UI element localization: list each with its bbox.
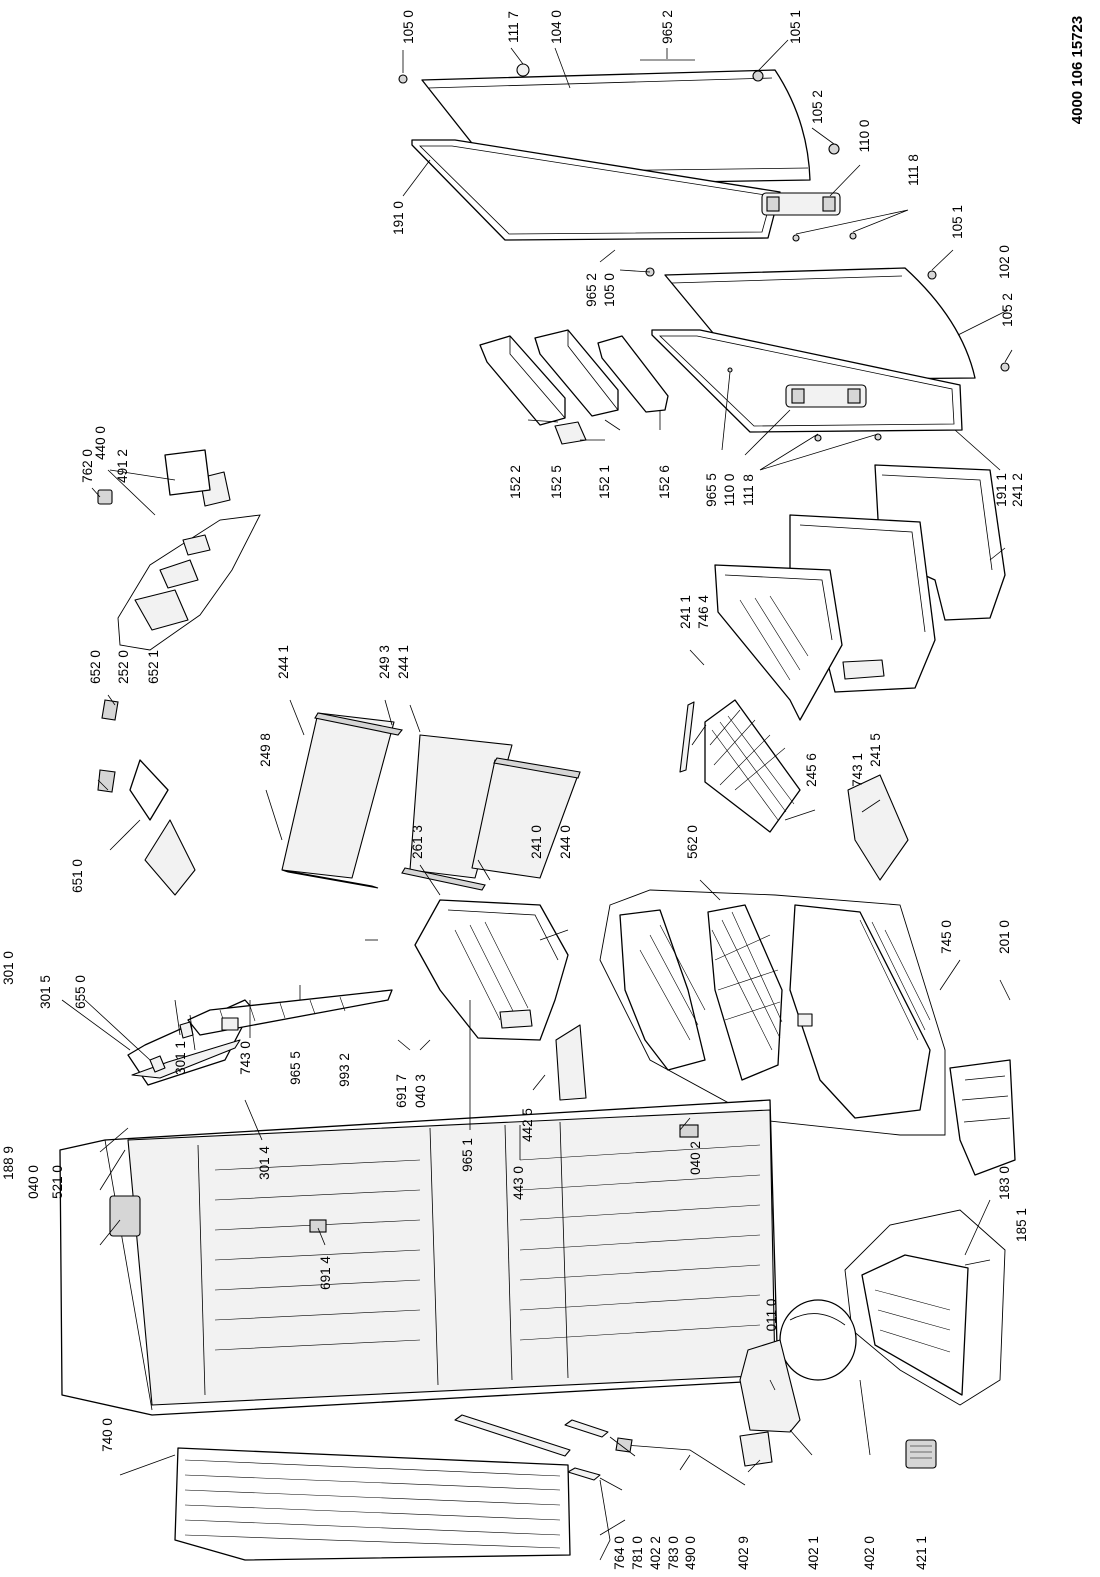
lamp-assembly [97,699,196,896]
label-2412: 241 2 [1010,473,1025,507]
label-6510: 651 0 [70,859,85,893]
label-7830: 783 0 [666,1536,681,1570]
label-1100-top: 110 0 [857,120,872,153]
label-1526: 152 6 [657,465,672,499]
label-0402: 040 2 [688,1141,703,1175]
crisper-cover-grid [679,699,909,881]
label-7430: 743 0 [238,1041,253,1075]
label-2010: 201 0 [997,920,1012,954]
pipes-and-cables [454,1414,746,1561]
label-7400: 740 0 [100,1418,115,1452]
label-4425: 442 5 [520,1108,535,1142]
label-1118-top: 111 8 [906,154,921,186]
label-2440: 244 0 [558,825,573,859]
label-6520: 652 0 [88,650,103,684]
label-9932: 993 2 [337,1053,352,1087]
label-0403: 040 3 [413,1074,428,1108]
leader-lines [61,39,1013,1536]
label-6914: 691 4 [318,1256,333,1290]
label-5210: 521 0 [50,1165,65,1199]
label-7810: 781 0 [630,1536,645,1570]
label-9655-mid: 965 5 [704,473,719,507]
label-3014: 301 4 [257,1146,272,1180]
control-panel [127,989,393,1086]
label-6521: 652 1 [146,650,161,684]
label-2456: 245 6 [804,753,819,787]
label-1040: 104 0 [549,10,564,44]
label-3011: 301 1 [173,1041,188,1075]
evaporator-group [599,889,1016,1176]
label-1050-mid: 105 0 [602,273,617,307]
parts-drawing [59,39,1016,1561]
label-1830: 183 0 [997,1166,1012,1200]
label-4400: 440 0 [93,426,108,460]
label-1051-mid: 105 1 [950,205,965,239]
label-5620: 562 0 [685,825,700,859]
label-1050-top: 105 0 [401,10,416,44]
compressor-group [739,1209,1006,1469]
label-1889: 188 9 [1,1146,16,1180]
label-7620: 762 0 [80,449,95,483]
label-9652-top: 965 2 [660,10,675,44]
label-7640: 764 0 [612,1536,627,1570]
label-1020: 102 0 [997,245,1012,279]
label-1051-top: 105 1 [788,10,803,44]
label-1851: 185 1 [1014,1208,1029,1242]
label-1525: 152 5 [549,465,564,499]
label-1911: 191 1 [994,473,1009,507]
label-2441-b: 244 1 [396,645,411,679]
label-2613: 261 3 [410,825,425,859]
label-2411: 241 1 [678,595,693,629]
upper-door-gasket [411,139,781,241]
label-7464: 746 4 [696,595,711,629]
label-1117: 111 7 [506,11,521,43]
label-9652-mid: 965 2 [584,273,599,307]
label-3015: 301 5 [38,975,53,1009]
label-6917: 691 7 [394,1074,409,1108]
label-4912: 491 2 [115,449,130,483]
label-4022: 402 2 [648,1536,663,1570]
lower-door-hinge [727,367,882,442]
cabinet [59,1099,779,1416]
label-1118-mid: 111 8 [741,474,756,506]
label-9651: 965 1 [460,1138,475,1172]
ice-maker-group [97,449,261,651]
label-0110: 011 0 [764,1299,779,1332]
label-2493: 249 3 [377,645,392,679]
label-4021: 402 1 [806,1536,821,1570]
crisper-drawers [714,464,1006,721]
document-number: 4000 106 15723 [1069,16,1086,124]
label-4430: 443 0 [511,1166,526,1200]
label-1521: 152 1 [597,465,612,499]
label-1052-mid: 105 2 [810,90,825,124]
label-1052-low: 105 2 [1000,293,1015,327]
label-0400: 040 0 [26,1165,41,1199]
label-1910: 191 0 [391,201,406,235]
freezer-drawer [414,899,587,1101]
label-4900: 490 0 [683,1536,698,1570]
condenser-coil [174,1447,571,1561]
label-2498: 249 8 [258,733,273,767]
label-4020: 402 0 [862,1536,877,1570]
label-2441-a: 244 1 [276,645,291,679]
lower-door-gasket [651,329,963,433]
label-4029: 402 9 [736,1536,751,1570]
label-1100-mid: 110 0 [722,474,737,507]
label-2410: 241 0 [529,825,544,859]
door-balconies [479,329,669,445]
upper-door-hinge [398,59,857,242]
label-7450: 745 0 [939,920,954,954]
label-4211: 421 1 [914,1536,929,1570]
label-2415: 241 5 [868,733,883,767]
glass-shelves [281,712,581,891]
label-1522: 152 2 [508,465,523,499]
label-3010: 301 0 [1,951,16,985]
part-labels: 105 0 111 7 104 0 965 2 105 1 105 2 110 … [1,10,1086,1570]
label-7431: 743 1 [850,753,865,787]
label-2520: 252 0 [116,650,131,684]
label-6550: 655 0 [73,975,88,1009]
label-9655-low: 965 5 [288,1051,303,1085]
